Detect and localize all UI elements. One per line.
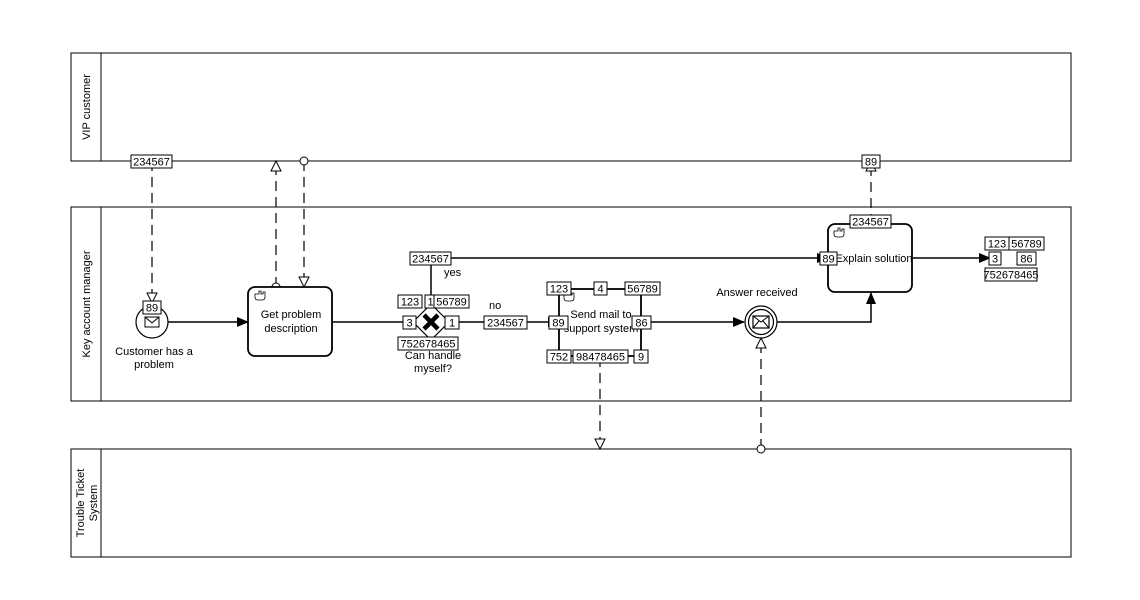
badge: 234567: [130, 154, 173, 169]
svg-text:752678465: 752678465: [983, 270, 1038, 282]
svg-text:752: 752: [550, 352, 568, 364]
task-explain-label: Explain solution: [835, 253, 912, 265]
svg-text:123: 123: [401, 297, 419, 309]
badge: 123: [546, 281, 572, 296]
badge: 3: [402, 315, 417, 330]
svg-text:86: 86: [1020, 254, 1032, 266]
svg-text:123: 123: [550, 284, 568, 296]
gateway-label-line2: myself?: [414, 363, 452, 375]
hand-icon: [563, 291, 575, 302]
envelope-icon: [144, 316, 160, 328]
badge: 89: [861, 154, 881, 169]
badge: 89: [142, 300, 162, 315]
pool-tts-label-line1: Trouble Ticket: [75, 469, 87, 538]
task-send-label-line1: Send mail to: [570, 309, 631, 321]
badge: 86: [1016, 251, 1037, 266]
pool-vip-label: VIP customer: [81, 74, 93, 140]
badge: 56789: [624, 281, 661, 296]
flow-no-label: no: [489, 300, 501, 312]
svg-text:86: 86: [635, 318, 647, 330]
badge: 234567: [849, 214, 892, 229]
svg-text:234567: 234567: [852, 217, 889, 229]
svg-text:9: 9: [638, 352, 644, 364]
badge: 89: [819, 251, 838, 266]
svg-text:56789: 56789: [627, 284, 658, 296]
envelope-icon: [752, 315, 770, 329]
svg-text:1: 1: [427, 297, 433, 309]
badge: 89: [548, 315, 569, 330]
msgflow-source-dot: [756, 444, 766, 454]
svg-text:56789: 56789: [1011, 239, 1042, 251]
svg-text:234567: 234567: [412, 254, 449, 266]
badge: 123: [397, 294, 423, 309]
badge: 1: [444, 315, 460, 330]
svg-text:3: 3: [406, 318, 412, 330]
svg-text:89: 89: [865, 157, 877, 169]
badge: 752: [546, 349, 572, 364]
msgflow-source-dot: [299, 156, 309, 166]
svg-text:234567: 234567: [487, 318, 524, 330]
task-get-problem-description[interactable]: Get problem description: [247, 286, 333, 357]
svg-text:3: 3: [992, 254, 998, 266]
task-send-mail-to-support[interactable]: Send mail to support system: [558, 288, 642, 357]
pool-trouble-ticket-system[interactable]: Trouble Ticket System: [70, 448, 1072, 558]
badge: 123: [984, 236, 1010, 251]
badge: 752678465: [397, 336, 459, 351]
svg-text:123: 123: [988, 239, 1006, 251]
hand-icon: [254, 290, 266, 301]
badge: 56789: [433, 294, 470, 309]
badge: 4: [593, 281, 608, 296]
flow-answer-to-explain[interactable]: [777, 292, 876, 323]
intermediate-event-answer-received[interactable]: [744, 305, 778, 339]
badges: 234567 89 89 234567 234567 89 123 1 5678…: [130, 154, 1045, 364]
start-event-label-line1: Customer has a: [115, 346, 194, 358]
svg-text:234567: 234567: [133, 157, 170, 169]
pool-tts-label-line2: System: [88, 485, 100, 522]
badge: 752678465: [983, 267, 1039, 282]
gateway-label-line1: Can handle: [405, 350, 461, 362]
task-get-label-line1: Get problem: [261, 309, 322, 321]
flow-yes-label: yes: [444, 267, 462, 279]
svg-text:4: 4: [597, 284, 603, 296]
svg-text:89: 89: [822, 254, 834, 266]
svg-text:89: 89: [146, 303, 158, 315]
badge: 9: [633, 349, 649, 364]
x-marker-icon: [422, 313, 440, 331]
task-get-label-line2: description: [264, 323, 317, 335]
svg-text:1: 1: [449, 318, 455, 330]
pool-kam-label: Key account manager: [81, 250, 93, 357]
pool-vip-customer[interactable]: VIP customer: [70, 52, 1072, 162]
message-flows: [152, 161, 871, 449]
start-event-label-line2: problem: [134, 359, 174, 371]
badge: 234567: [409, 251, 452, 266]
task-explain-solution[interactable]: Explain solution: [827, 223, 913, 293]
task-send-label-line2: support system: [564, 323, 639, 335]
badge: 56789: [1008, 236, 1045, 251]
hand-icon: [833, 227, 845, 238]
exclusive-gateway-can-handle[interactable]: [412, 303, 450, 341]
badge: 3: [988, 251, 1002, 266]
svg-text:56789: 56789: [436, 297, 467, 309]
answer-received-label: Answer received: [716, 287, 797, 299]
badge: 234567: [483, 315, 528, 330]
badge: 86: [631, 315, 652, 330]
svg-text:98478465: 98478465: [576, 352, 625, 364]
svg-text:752678465: 752678465: [400, 339, 455, 351]
badge: 98478465: [572, 349, 629, 364]
svg-text:89: 89: [552, 318, 564, 330]
